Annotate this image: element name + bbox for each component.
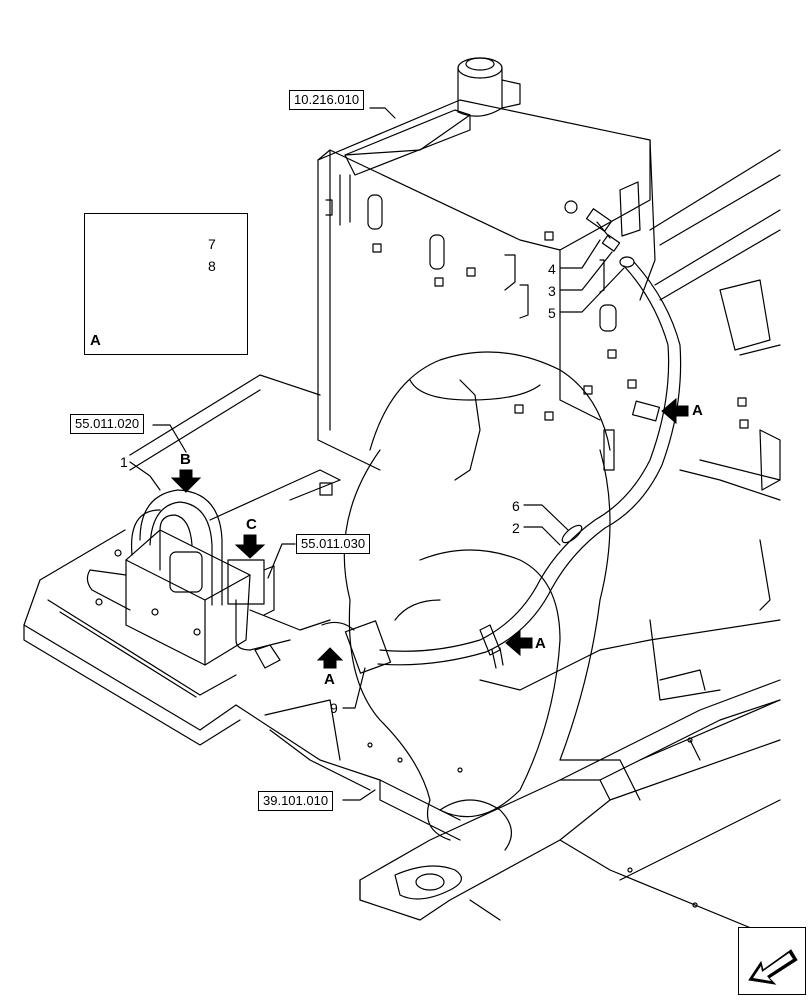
callout-3: 3 [548, 283, 556, 299]
back-arrow-icon [748, 949, 798, 985]
arrow-a-right-upper-label: A [692, 402, 703, 419]
reference-valve[interactable]: 55.011.030 [296, 534, 371, 554]
callout-9: 9 [330, 700, 338, 716]
back-navigation-button[interactable] [738, 927, 806, 995]
arrow-a-up-icon [316, 647, 344, 669]
platform [23, 374, 461, 841]
detail-inset-a [84, 213, 248, 355]
heater-unit [86, 489, 331, 669]
callout-2: 2 [512, 520, 520, 536]
callout-1: 1 [120, 454, 128, 470]
callout-8: 8 [208, 258, 216, 274]
arrow-c-label: C [246, 516, 257, 533]
arrow-b-icon [170, 469, 202, 493]
leader-lines [129, 107, 625, 801]
hydraulic-tank [317, 57, 781, 471]
reference-heater[interactable]: 55.011.020 [70, 414, 145, 434]
main-frame [359, 429, 781, 941]
arrow-a-up-label: A [324, 671, 335, 688]
arrow-c-icon [234, 534, 266, 559]
reference-frame[interactable]: 39.101.010 [258, 791, 334, 811]
arrow-a-right-upper-icon [661, 397, 689, 425]
arrow-a-right-lower-icon [505, 629, 533, 657]
return-hose [377, 208, 682, 669]
callout-7: 7 [208, 236, 216, 252]
reference-tank[interactable]: 10.216.010 [289, 90, 365, 110]
mounting-blocks [372, 231, 749, 471]
arrow-a-right-lower-label: A [535, 635, 546, 652]
inset-view-label: A [90, 332, 101, 349]
callout-6: 6 [512, 498, 520, 514]
callout-4: 4 [548, 261, 556, 277]
arrow-b-label: B [180, 451, 191, 468]
operator-seat [321, 351, 611, 851]
callout-5: 5 [548, 305, 556, 321]
